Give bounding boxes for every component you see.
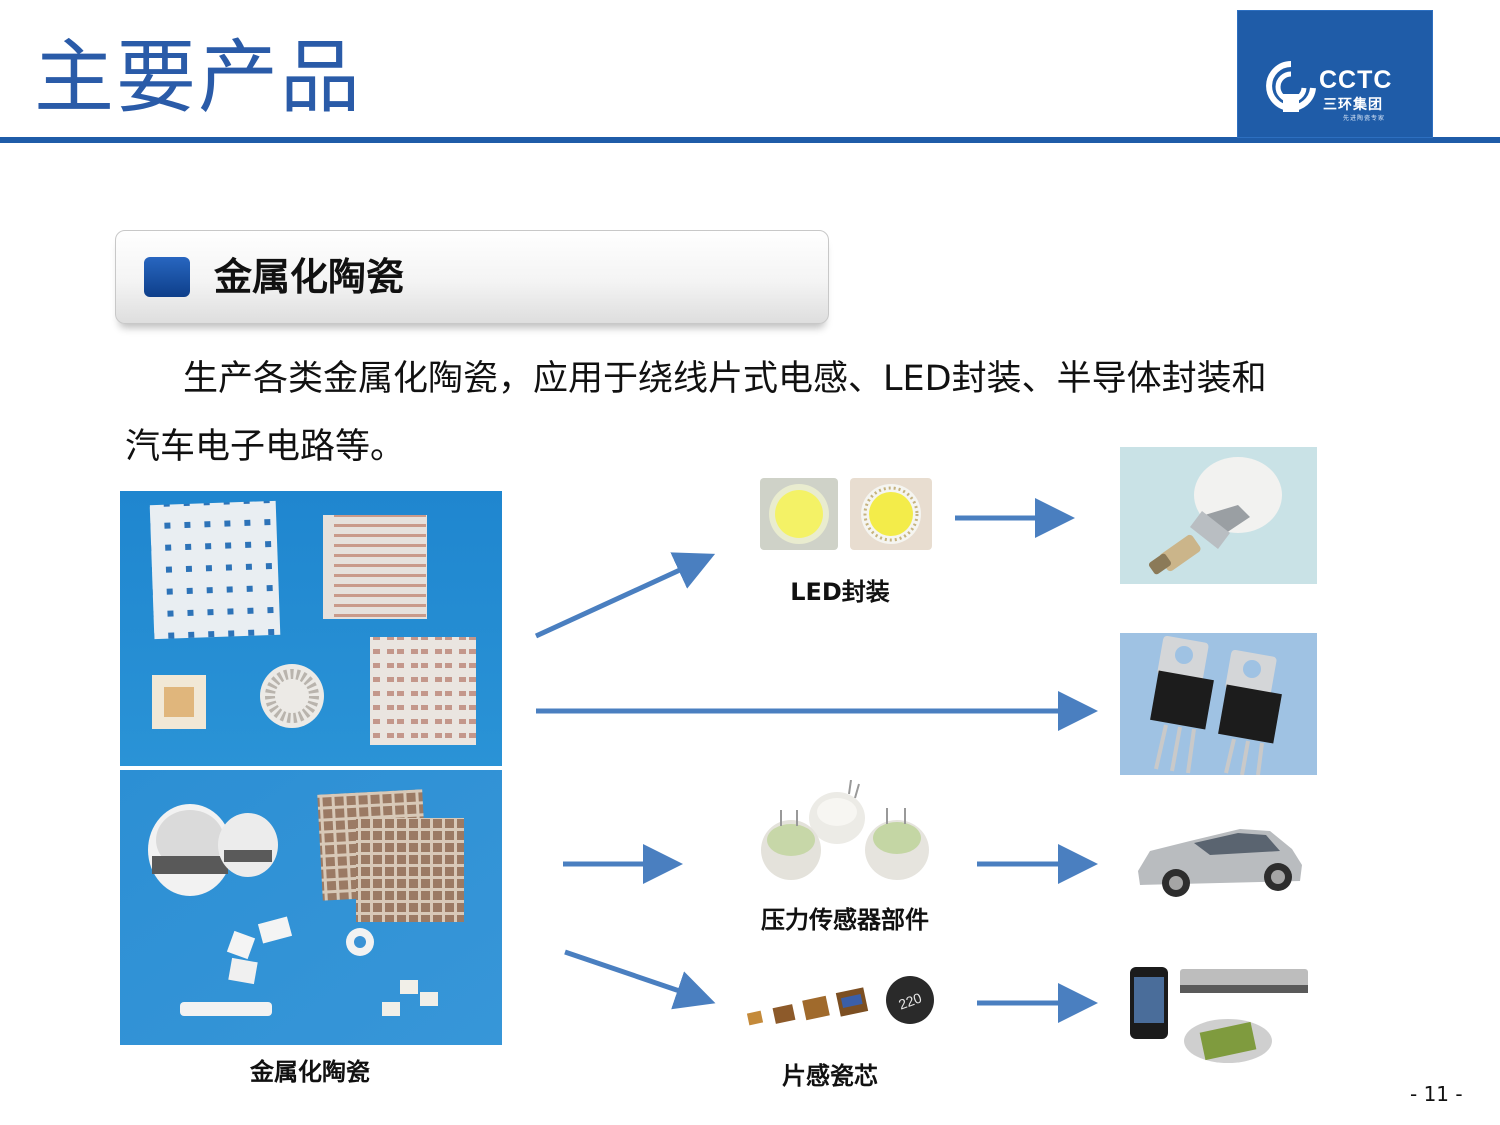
arrow-to-chip-inductor: [564, 949, 716, 1010]
description-paragraph: 生产各类金属化陶瓷，应用于绕线片式电感、LED封装、半导体封装和汽车电子电路等。: [125, 359, 1267, 467]
section-heading: 金属化陶瓷: [115, 230, 829, 324]
product-label-sensor: 压力传感器部件: [761, 906, 929, 934]
logo-brand: CCTC: [1319, 66, 1393, 94]
inductor-marking: 220: [896, 989, 924, 1012]
product-label-led: LED封装: [790, 578, 890, 606]
transistor-photo: [1120, 633, 1317, 775]
source-label: 金属化陶瓷: [250, 1058, 370, 1086]
logo-company: 三环集团: [1323, 97, 1383, 113]
cctc-emblem-icon: [1266, 61, 1316, 112]
header-rule: [0, 137, 1500, 143]
led-bulb-photo: [1120, 447, 1317, 584]
page-title: 主要产品: [34, 31, 362, 124]
product-label-chip-inductor: 片感瓷芯: [782, 1062, 878, 1090]
logo-tagline: 先进陶瓷专家: [1343, 115, 1386, 122]
car-photo: [1120, 815, 1317, 907]
arrow-to-led: [534, 552, 716, 639]
page-number: - 11 -: [1410, 1082, 1463, 1106]
chip-inductor-image: 220: [744, 972, 944, 1034]
section-heading-label: 金属化陶瓷: [214, 255, 405, 299]
company-logo: CCTC 三环集团 先进陶瓷专家: [1237, 10, 1433, 138]
electronic-devices-photo: [1120, 955, 1317, 1073]
pressure-sensor-image: [755, 779, 940, 890]
led-package-image: [758, 475, 938, 555]
bullet-square-icon: [144, 257, 190, 297]
ceramic-components-photo: [120, 770, 502, 1045]
metallized-substrates-photo: [120, 491, 502, 766]
